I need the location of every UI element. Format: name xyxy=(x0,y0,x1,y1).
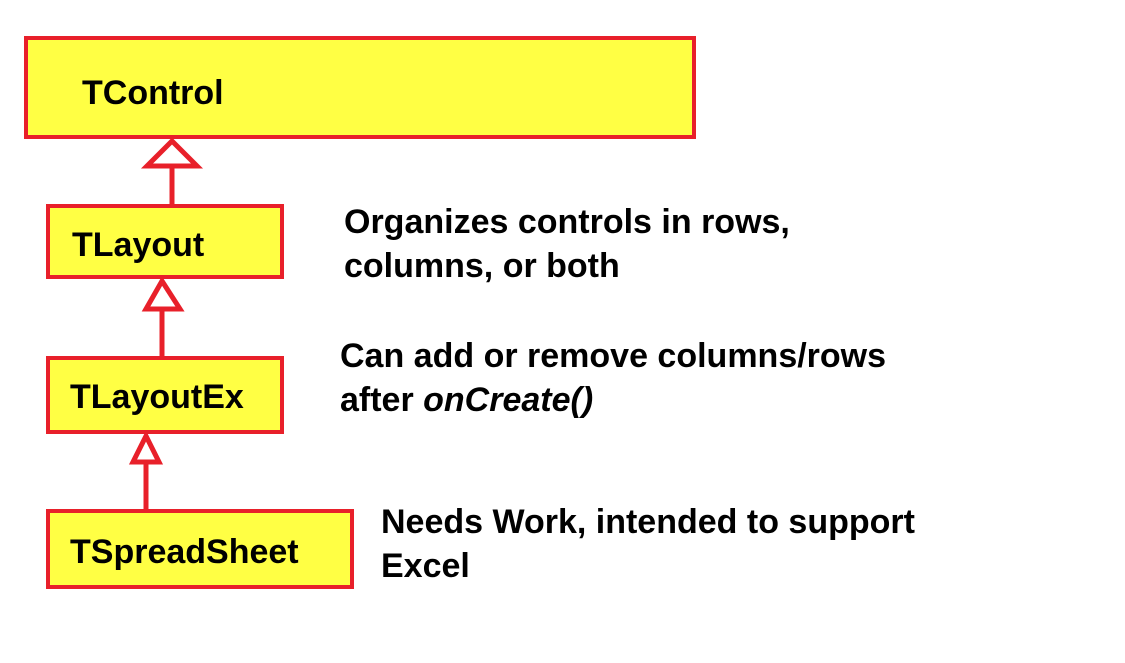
note-tspreadsheet-line2: Excel xyxy=(381,547,470,585)
note-tlayout: Organizes controls in rows, columns, or … xyxy=(344,200,790,288)
note-tspreadsheet: Needs Work, intended to support Excel xyxy=(381,500,915,588)
note-tspreadsheet-line1: Needs Work, intended to support xyxy=(381,503,915,541)
class-box-tlayoutex: TLayoutEx xyxy=(46,356,284,434)
class-box-tlayout: TLayout xyxy=(46,204,284,279)
class-name-tspreadsheet: TSpreadSheet xyxy=(70,533,299,571)
class-box-tcontrol: TControl xyxy=(24,36,696,139)
inheritance-arrow-tspreadsheet-tlayoutex xyxy=(128,430,164,509)
note-tlayoutex-line2-plain: after xyxy=(340,381,424,419)
note-tlayout-line2: columns, or both xyxy=(344,247,620,285)
class-box-tspreadsheet: TSpreadSheet xyxy=(46,509,354,589)
inheritance-arrow-tlayoutex-tlayout xyxy=(141,276,185,356)
inheritance-arrow-tlayout-tcontrol xyxy=(140,137,204,204)
note-tlayout-line1: Organizes controls in rows, xyxy=(344,203,790,241)
class-name-tlayoutex: TLayoutEx xyxy=(70,378,244,416)
note-tlayoutex-line1: Can add or remove columns/rows xyxy=(340,337,887,375)
note-tlayoutex: Can add or remove columns/rows after onC… xyxy=(340,334,886,422)
note-tlayoutex-line2: after onCreate() xyxy=(340,378,886,422)
class-name-tlayout: TLayout xyxy=(72,226,205,264)
note-tlayoutex-method: onCreate() xyxy=(423,381,594,419)
class-name-tcontrol: TControl xyxy=(82,74,224,112)
